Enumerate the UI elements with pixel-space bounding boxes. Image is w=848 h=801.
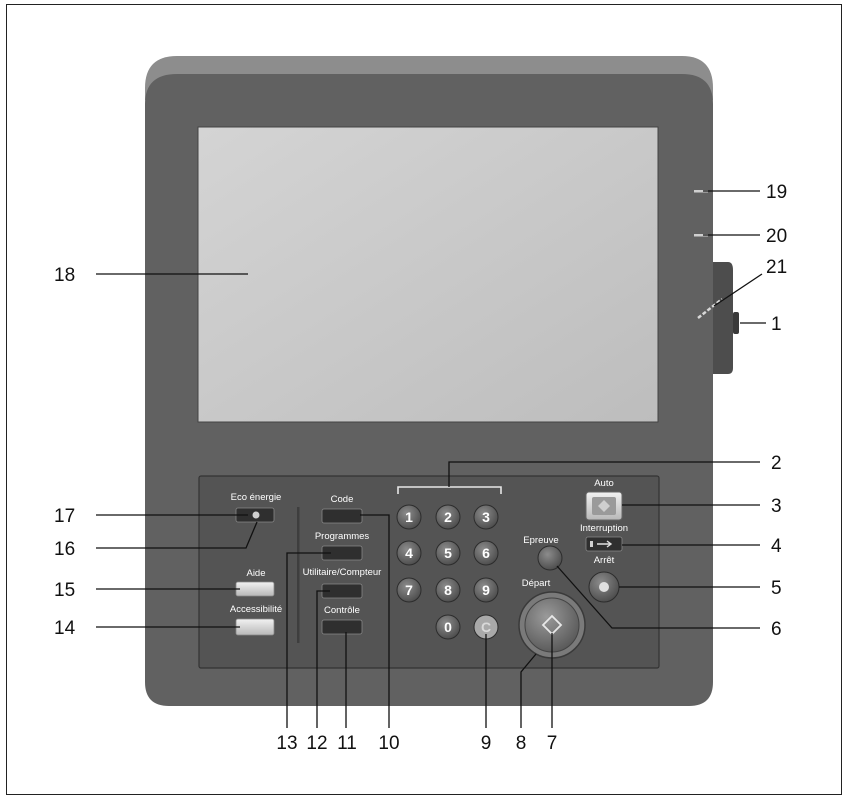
callout-16: 16 [54, 539, 75, 560]
callout-15: 15 [54, 580, 75, 601]
callout-6: 6 [771, 619, 782, 640]
callout-1: 1 [771, 314, 782, 335]
figure-frame [6, 4, 842, 795]
key-8[interactable]: 8 [435, 577, 461, 603]
accessibilite-button[interactable] [235, 618, 275, 636]
callout-11: 11 [337, 733, 357, 754]
touch-screen[interactable] [197, 126, 659, 423]
svg-text:6: 6 [482, 545, 490, 561]
leader-16 [96, 521, 258, 549]
svg-text:3: 3 [482, 509, 490, 525]
svg-text:4: 4 [405, 545, 413, 561]
svg-text:7: 7 [405, 582, 413, 598]
key-6[interactable]: 6 [473, 540, 499, 566]
callout-14: 14 [54, 618, 76, 639]
leader-12 [316, 590, 330, 728]
indicator-light-bottom [694, 234, 708, 237]
svg-text:2: 2 [444, 509, 452, 525]
interruption-label: Interruption [580, 523, 628, 534]
callout-2: 2 [771, 453, 782, 474]
svg-text:0: 0 [444, 619, 452, 635]
side-knob [733, 312, 739, 334]
key-0[interactable]: 0 [435, 614, 461, 640]
callout-10: 10 [378, 733, 399, 754]
leader-13 [286, 552, 331, 728]
accessibilite-label: Accessibilité [230, 604, 282, 615]
leader-21 [713, 273, 763, 307]
aide-label: Aide [246, 568, 265, 579]
callout-numbers: 19 20 21 1 18 2 3 4 5 6 17 16 15 14 13 1… [54, 182, 787, 754]
epreuve-label: Epreuve [523, 535, 558, 546]
aide-button[interactable] [235, 581, 275, 597]
numeric-keypad: 1 2 3 4 5 6 7 8 9 0 C [396, 504, 499, 640]
eco-energie-label: Eco énergie [231, 492, 282, 503]
side-tab [713, 262, 733, 374]
key-1[interactable]: 1 [396, 504, 422, 530]
key-3[interactable]: 3 [473, 504, 499, 530]
callout-9: 9 [481, 733, 492, 754]
code-label: Code [331, 494, 354, 505]
code-button[interactable] [321, 508, 363, 524]
key-5[interactable]: 5 [435, 540, 461, 566]
stylus [697, 298, 723, 319]
callout-12: 12 [306, 733, 327, 754]
depart-label: Départ [522, 578, 551, 589]
callout-5: 5 [771, 578, 782, 599]
svg-text:8: 8 [444, 582, 452, 598]
callout-13: 13 [276, 733, 297, 754]
leader-10 [360, 514, 390, 728]
leader-2 [448, 461, 760, 487]
panel-divider [297, 507, 300, 643]
auto-diamond-icon [598, 500, 610, 512]
stop-icon [599, 582, 609, 592]
callout-21: 21 [766, 257, 787, 278]
svg-text:1: 1 [405, 509, 413, 525]
key-4[interactable]: 4 [396, 540, 422, 566]
leader-lines [96, 190, 766, 728]
indicator-light-top [694, 190, 708, 193]
epreuve-button[interactable] [537, 545, 563, 571]
callout-17: 17 [54, 506, 75, 527]
callout-4: 4 [771, 536, 782, 557]
callout-19: 19 [766, 182, 787, 203]
callout-8: 8 [516, 733, 527, 754]
callout-20: 20 [766, 226, 787, 247]
callout-18: 18 [54, 265, 75, 286]
svg-text:5: 5 [444, 545, 452, 561]
key-7[interactable]: 7 [396, 577, 422, 603]
callout-3: 3 [771, 496, 782, 517]
arret-label: Arrêt [594, 555, 615, 566]
interruption-arrow-icon [597, 540, 613, 548]
programmes-label: Programmes [315, 531, 370, 542]
leader-8 [520, 653, 537, 728]
key-clear[interactable]: C [473, 614, 499, 640]
svg-text:C: C [481, 619, 491, 635]
callout-7: 7 [547, 733, 558, 754]
utilitaire-compteur-label: Utilitaire/Compteur [303, 567, 382, 578]
leader-6 [556, 565, 760, 629]
eco-energie-led [252, 511, 260, 519]
auto-label: Auto [594, 478, 614, 489]
interruption-led [590, 541, 593, 547]
svg-text:9: 9 [482, 582, 490, 598]
key-9[interactable]: 9 [473, 577, 499, 603]
key-2[interactable]: 2 [435, 504, 461, 530]
controle-button[interactable] [321, 619, 363, 635]
controle-label: Contrôle [324, 605, 360, 616]
